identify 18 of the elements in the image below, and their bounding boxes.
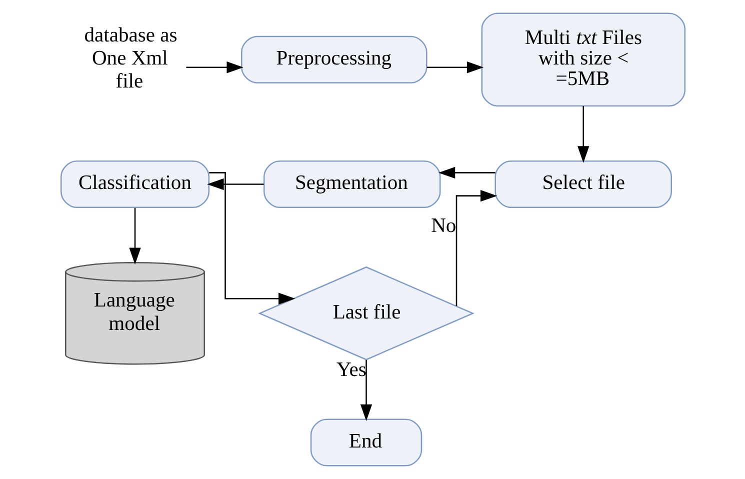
node-diamond: Last file <box>258 266 474 360</box>
node-box: Multi txt Files with size < =5MB <box>480 12 685 107</box>
node-box: Select file <box>494 160 672 208</box>
arrow <box>455 190 497 306</box>
arrow <box>206 178 264 190</box>
arrow <box>360 360 372 422</box>
node-box: End <box>310 418 422 466</box>
arrow <box>577 106 589 163</box>
edge-label: No <box>430 214 456 237</box>
node-box: Preprocessing <box>240 36 427 84</box>
arrow <box>208 172 295 304</box>
arrow <box>438 166 495 179</box>
node-text: database as One Xml file <box>84 24 177 93</box>
arrow <box>128 208 140 264</box>
arrow <box>186 62 243 74</box>
node-box: Classification <box>60 160 210 208</box>
arrow <box>426 62 484 74</box>
node-box: Segmentation <box>262 160 440 208</box>
